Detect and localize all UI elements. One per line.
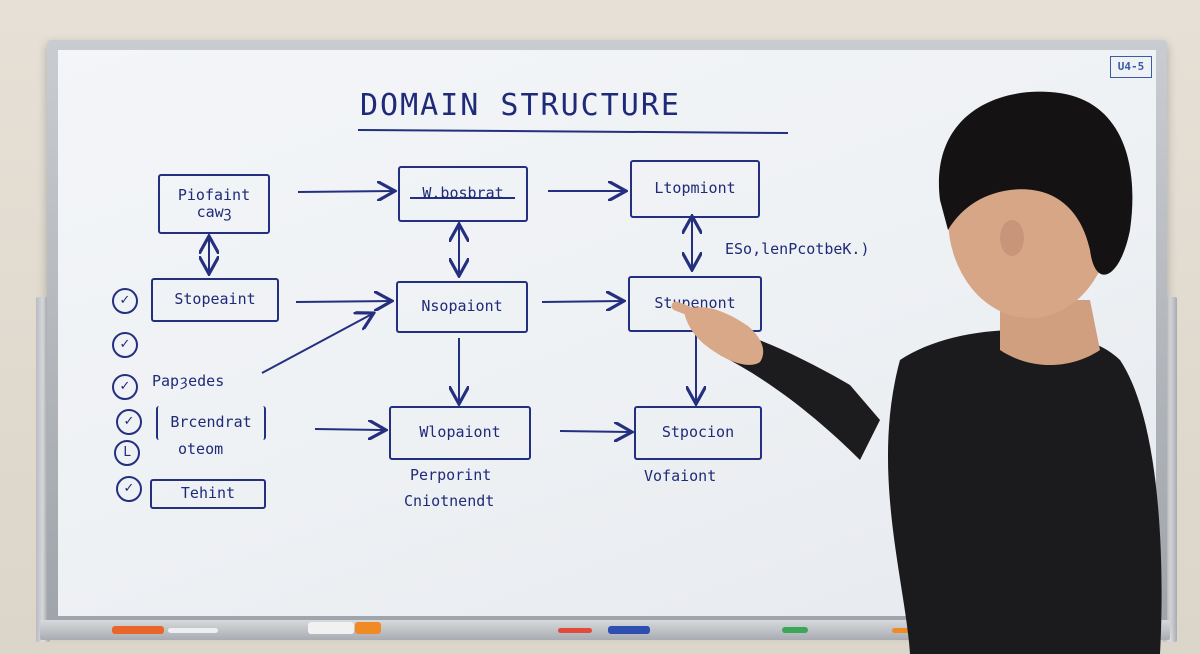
arrow-b8-b9 [559, 431, 630, 432]
box-piofaint: Piofaint cawꝫ [158, 174, 270, 234]
box-wbosbrat: W.bosbrat [398, 166, 528, 222]
box-piofaint-line2: cawꝫ [196, 203, 232, 221]
check-mark-4: ✓ [116, 409, 142, 435]
arrow-b5-b6 [541, 301, 622, 302]
box-brcendrat: Brcendrat [156, 406, 266, 440]
box-wbosbrat-line1: W.bosbrat [422, 184, 504, 203]
check-mark-5: L [114, 440, 140, 466]
presenter-ear [1000, 220, 1024, 256]
orange-cap [355, 622, 381, 634]
label-vofaiont: Vofaiont [644, 467, 717, 485]
box-piofaint-line1: Piofaint [177, 185, 251, 204]
box-brcendrat-line1: Brcendrat [170, 413, 252, 432]
red-marker [558, 628, 592, 633]
check-mark-1: ✓ [112, 288, 138, 314]
box-stpocion-line1: Stpocion [661, 423, 735, 442]
box-stopeaint-line1: Stopeaint [174, 290, 256, 309]
box-stopeaint: Stopeaint [151, 278, 279, 322]
board-title: DOMAIN STRUCTURE [360, 88, 681, 123]
eraser [308, 622, 354, 634]
check-mark-6: ✓ [116, 476, 142, 502]
side-note: ESo,lenPcotbeK.) [725, 240, 870, 258]
box-tehint: Tehint [150, 479, 266, 509]
box-nsopaiont: Nsopaiont [396, 281, 528, 333]
label-perporint: Perporint [410, 466, 492, 484]
small-orange-marker [892, 628, 912, 633]
box-stpocion: Stpocion [634, 406, 762, 460]
box-tehint-line1: Tehint [180, 484, 236, 503]
title-underline [357, 129, 789, 134]
presenter-hair [938, 91, 1133, 275]
blue-marker [608, 626, 650, 634]
check-mark-3: ✓ [112, 374, 138, 400]
box-wlopaiont: Wlopaiont [389, 406, 531, 460]
box-nsopaiont-line1: Nsopaiont [421, 297, 503, 316]
arrow-b4-b5 [295, 301, 390, 302]
label-cniotnendt: Cniotnendt [404, 492, 495, 510]
arrow-b1-b2 [297, 191, 393, 192]
arrow-papzedes-b5 [261, 314, 372, 374]
box-ltopmiont: Ltopmiont [630, 160, 760, 218]
box-wlopaiont-line1: Wlopaiont [419, 423, 501, 442]
arrow-b7-b8 [314, 429, 384, 430]
white-marker [168, 628, 218, 633]
left-rail [36, 297, 50, 642]
green-marker [782, 627, 808, 633]
presenter-finger [671, 301, 717, 325]
label-papzedes: Papȝedes [152, 372, 225, 390]
box-ltopmiont-line1: Ltopmiont [654, 179, 736, 198]
box-brcendrat-line2: oteom [178, 440, 224, 458]
check-mark-2: ✓ [112, 332, 138, 358]
presenter-shirt [887, 330, 1162, 654]
orange-marker [112, 626, 164, 634]
board-sticker: U4-5 [1110, 56, 1152, 78]
